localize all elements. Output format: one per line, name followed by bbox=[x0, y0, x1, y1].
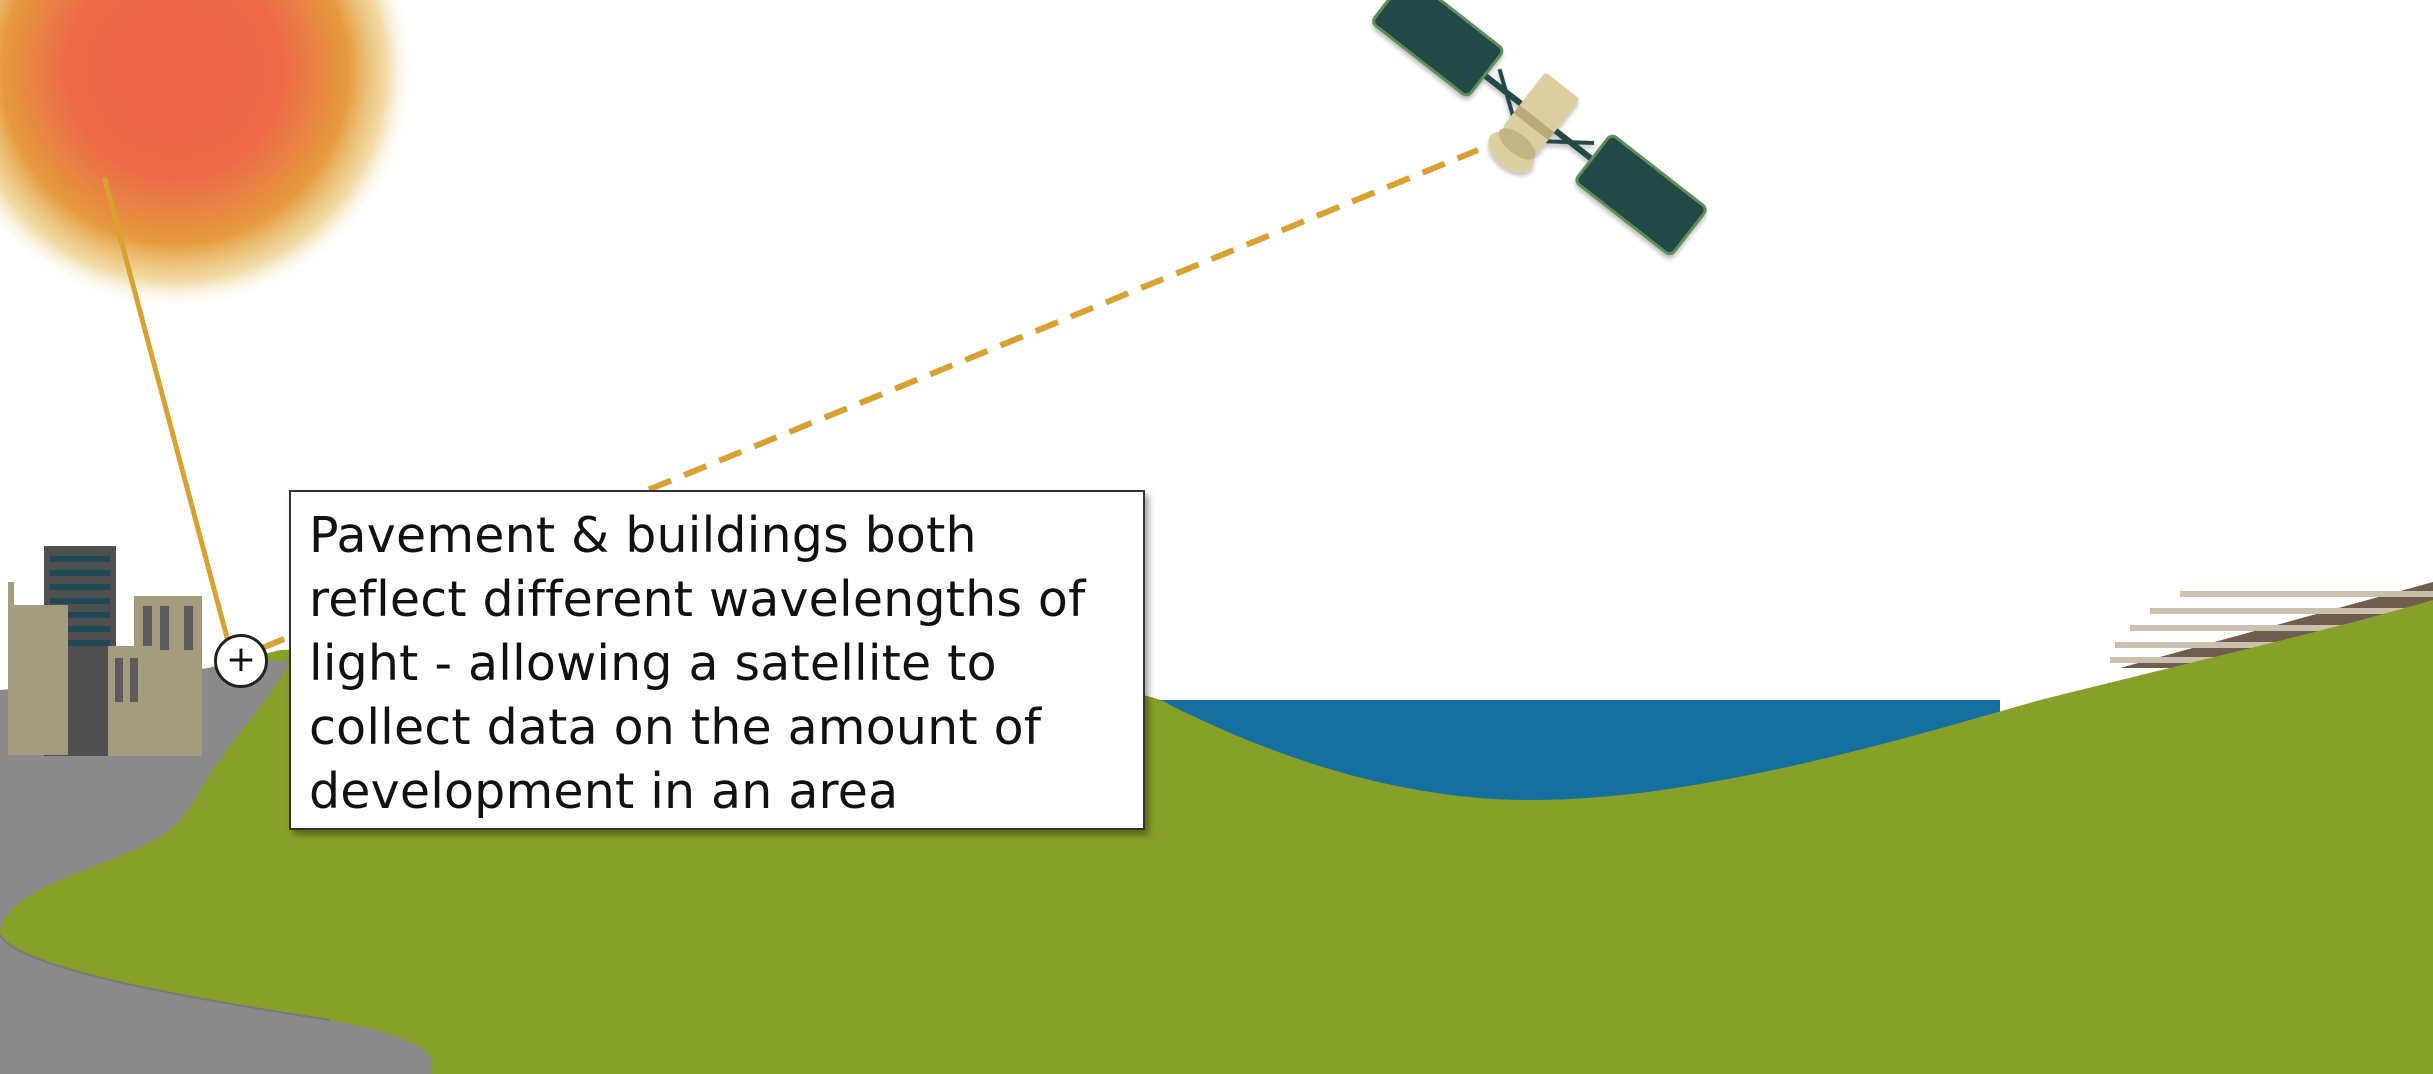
callout-text: Pavement & buildings both reflect differ… bbox=[309, 507, 1086, 820]
incoming-light-ray bbox=[102, 177, 236, 663]
city-buildings-icon bbox=[8, 546, 202, 756]
satellite-icon bbox=[1372, 0, 1707, 256]
plus-icon: + bbox=[225, 638, 257, 680]
reflected-light-ray bbox=[260, 147, 1480, 651]
sun-icon bbox=[0, 0, 415, 310]
info-callout: Pavement & buildings both reflect differ… bbox=[289, 490, 1145, 830]
pavement-road bbox=[0, 660, 432, 1074]
expand-button[interactable]: + bbox=[214, 634, 268, 688]
